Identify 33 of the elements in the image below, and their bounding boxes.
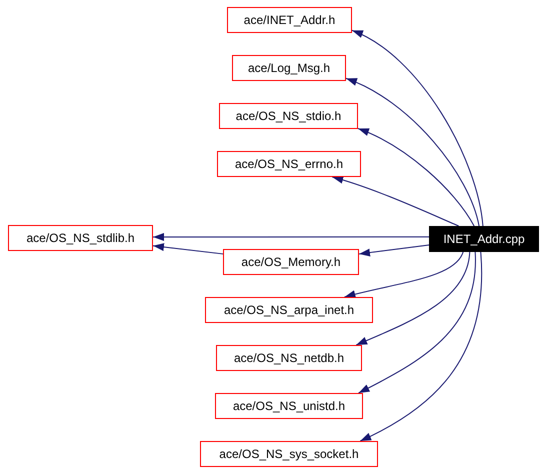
header-file-box	[200, 441, 378, 467]
header-file-box	[215, 393, 363, 419]
header-file-box	[217, 151, 361, 177]
header-file-box	[205, 297, 373, 323]
arrow	[358, 244, 430, 256]
header-file-box	[219, 103, 358, 129]
header-file-box	[227, 7, 352, 33]
file-name: ace/OS_Memory.h	[241, 255, 341, 269]
arrow	[344, 252, 464, 298]
file-name: ace/OS_NS_unistd.h	[232, 399, 346, 413]
file-name: ace/INET_Addr.h	[244, 13, 336, 27]
header-file-box	[8, 225, 153, 251]
arrow	[152, 232, 430, 241]
file-name: ace/OS_NS_errno.h	[234, 157, 344, 171]
file-name: ace/Log_Msg.h	[248, 61, 330, 75]
arrow	[358, 128, 475, 226]
file-name: ace/OS_NS_stdio.h	[236, 109, 342, 123]
arrow	[356, 252, 470, 346]
header-file-box	[216, 345, 362, 371]
file-name: ace/OS_NS_netdb.h	[234, 351, 344, 365]
file-name: INET_Addr.cpp	[443, 232, 525, 246]
file-name: ace/OS_NS_arpa_inet.h	[224, 303, 354, 317]
arrow	[152, 243, 224, 254]
file-name: ace/OS_NS_stdlib.h	[26, 231, 135, 245]
arrow	[352, 30, 484, 226]
arrow	[358, 252, 476, 394]
source-file-box	[429, 226, 539, 252]
arrow	[346, 78, 480, 226]
arrow	[332, 176, 460, 226]
arrow	[360, 252, 482, 442]
header-file-box	[223, 249, 359, 275]
header-file-box	[232, 55, 346, 81]
file-name: ace/OS_NS_sys_socket.h	[219, 447, 359, 461]
